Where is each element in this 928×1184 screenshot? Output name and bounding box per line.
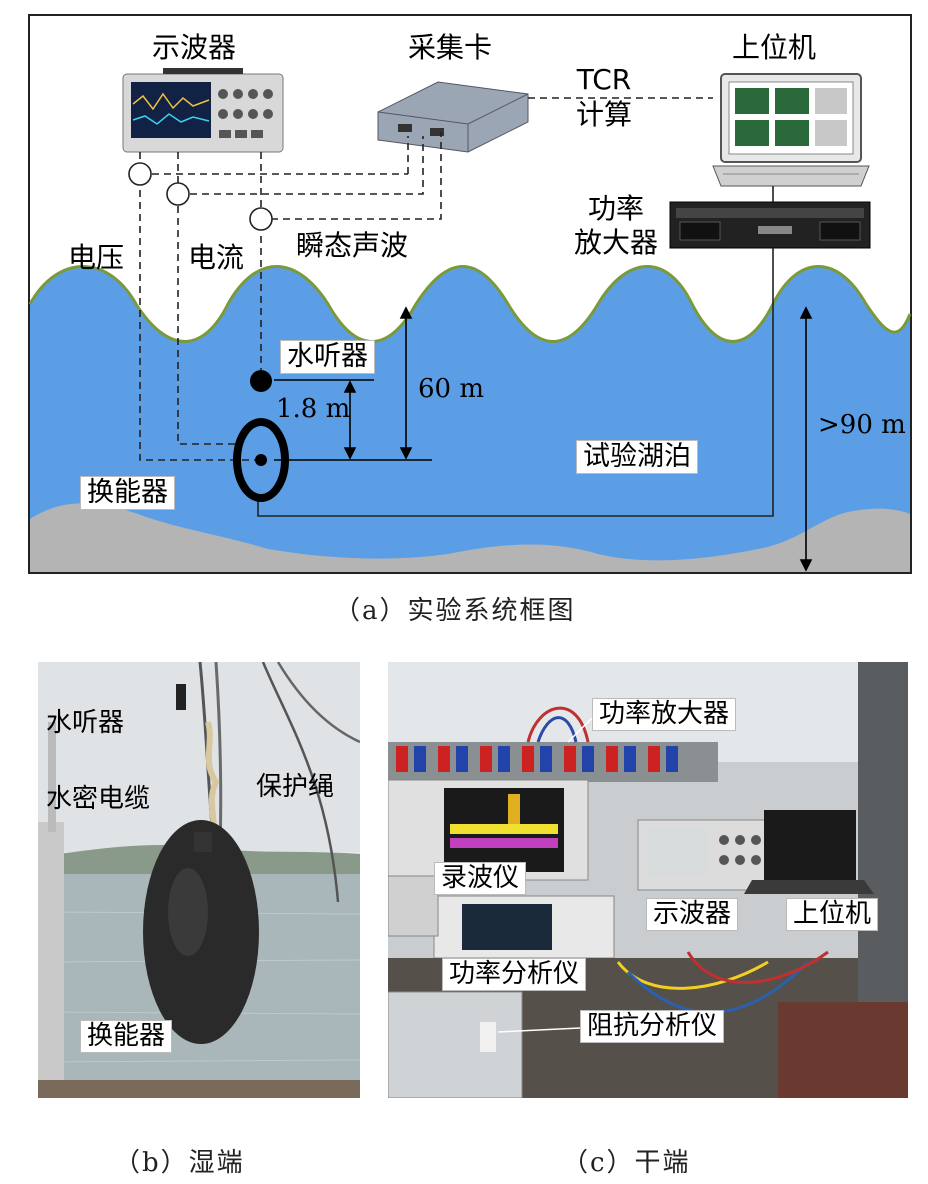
label-depth-transducer: 60 m xyxy=(418,374,485,404)
label-c-recorder: 录波仪 xyxy=(434,862,527,895)
label-b-hydrophone: 水听器 xyxy=(46,708,125,738)
power-amplifier-device xyxy=(669,201,871,249)
label-transducer: 换能器 xyxy=(80,476,175,510)
label-power-amplifier: 功率 放大器 xyxy=(574,192,659,259)
label-b-watertight-cable: 水密电缆 xyxy=(46,784,151,814)
caption-panel-b: （b）湿端 xyxy=(114,1148,245,1178)
panel-c-dry-end-photo: 功率放大器 录波仪 示波器 上位机 功率分析仪 阻抗分析仪 xyxy=(388,662,908,1098)
label-daq-card: 采集卡 xyxy=(408,31,493,64)
daq-card-device xyxy=(377,81,529,153)
label-oscilloscope: 示波器 xyxy=(152,31,237,64)
panel-b-wet-end-photo: 水听器 保护绳 水密电缆 换能器 xyxy=(38,662,360,1098)
label-c-oscilloscope: 示波器 xyxy=(646,898,739,931)
caption-panel-c: （c）干端 xyxy=(562,1148,691,1178)
dimension-lines xyxy=(274,306,813,572)
host-pc-laptop xyxy=(712,73,870,187)
label-dist-hydrophone: 1.8 m xyxy=(276,394,351,424)
wet-end-photo-canvas xyxy=(38,662,360,1098)
oscilloscope-device xyxy=(122,68,284,153)
label-transient-wave: 瞬态声波 xyxy=(296,229,409,262)
label-c-power-amplifier: 功率放大器 xyxy=(592,698,737,731)
hydrophone-probe-icon xyxy=(249,207,273,231)
lakebed xyxy=(30,503,910,572)
voltage-probe-icon xyxy=(128,162,152,186)
label-b-transducer: 换能器 xyxy=(80,1020,173,1053)
label-c-host-pc: 上位机 xyxy=(786,898,879,931)
power-solid-lines xyxy=(257,186,774,517)
label-current: 电流 xyxy=(188,241,245,274)
label-tcr-calc: TCR 计算 xyxy=(576,63,633,131)
label-voltage: 电压 xyxy=(68,241,125,274)
label-c-power-analyzer: 功率分析仪 xyxy=(442,958,587,991)
transducer-center-icon xyxy=(255,454,267,466)
label-b-protect-rope: 保护绳 xyxy=(256,772,335,802)
caption-panel-a: （a）实验系统框图 xyxy=(334,596,576,626)
label-lake: 试验湖泊 xyxy=(576,440,698,474)
label-c-impedance-analyzer: 阻抗分析仪 xyxy=(580,1010,725,1043)
panel-a-canvas xyxy=(28,14,912,574)
label-depth-lake: >90 m xyxy=(818,410,906,440)
water-surface-wave xyxy=(28,265,912,343)
label-hydrophone: 水听器 xyxy=(280,340,375,374)
current-probe-icon xyxy=(166,182,190,206)
label-host-pc: 上位机 xyxy=(732,31,817,64)
hydrophone-icon xyxy=(250,370,272,392)
panel-a-system-diagram: 示波器 采集卡 上位机 TCR 计算 功率 放大器 电压 电流 瞬态声波 水听器… xyxy=(28,14,912,574)
signal-dashed-lines xyxy=(139,97,713,461)
